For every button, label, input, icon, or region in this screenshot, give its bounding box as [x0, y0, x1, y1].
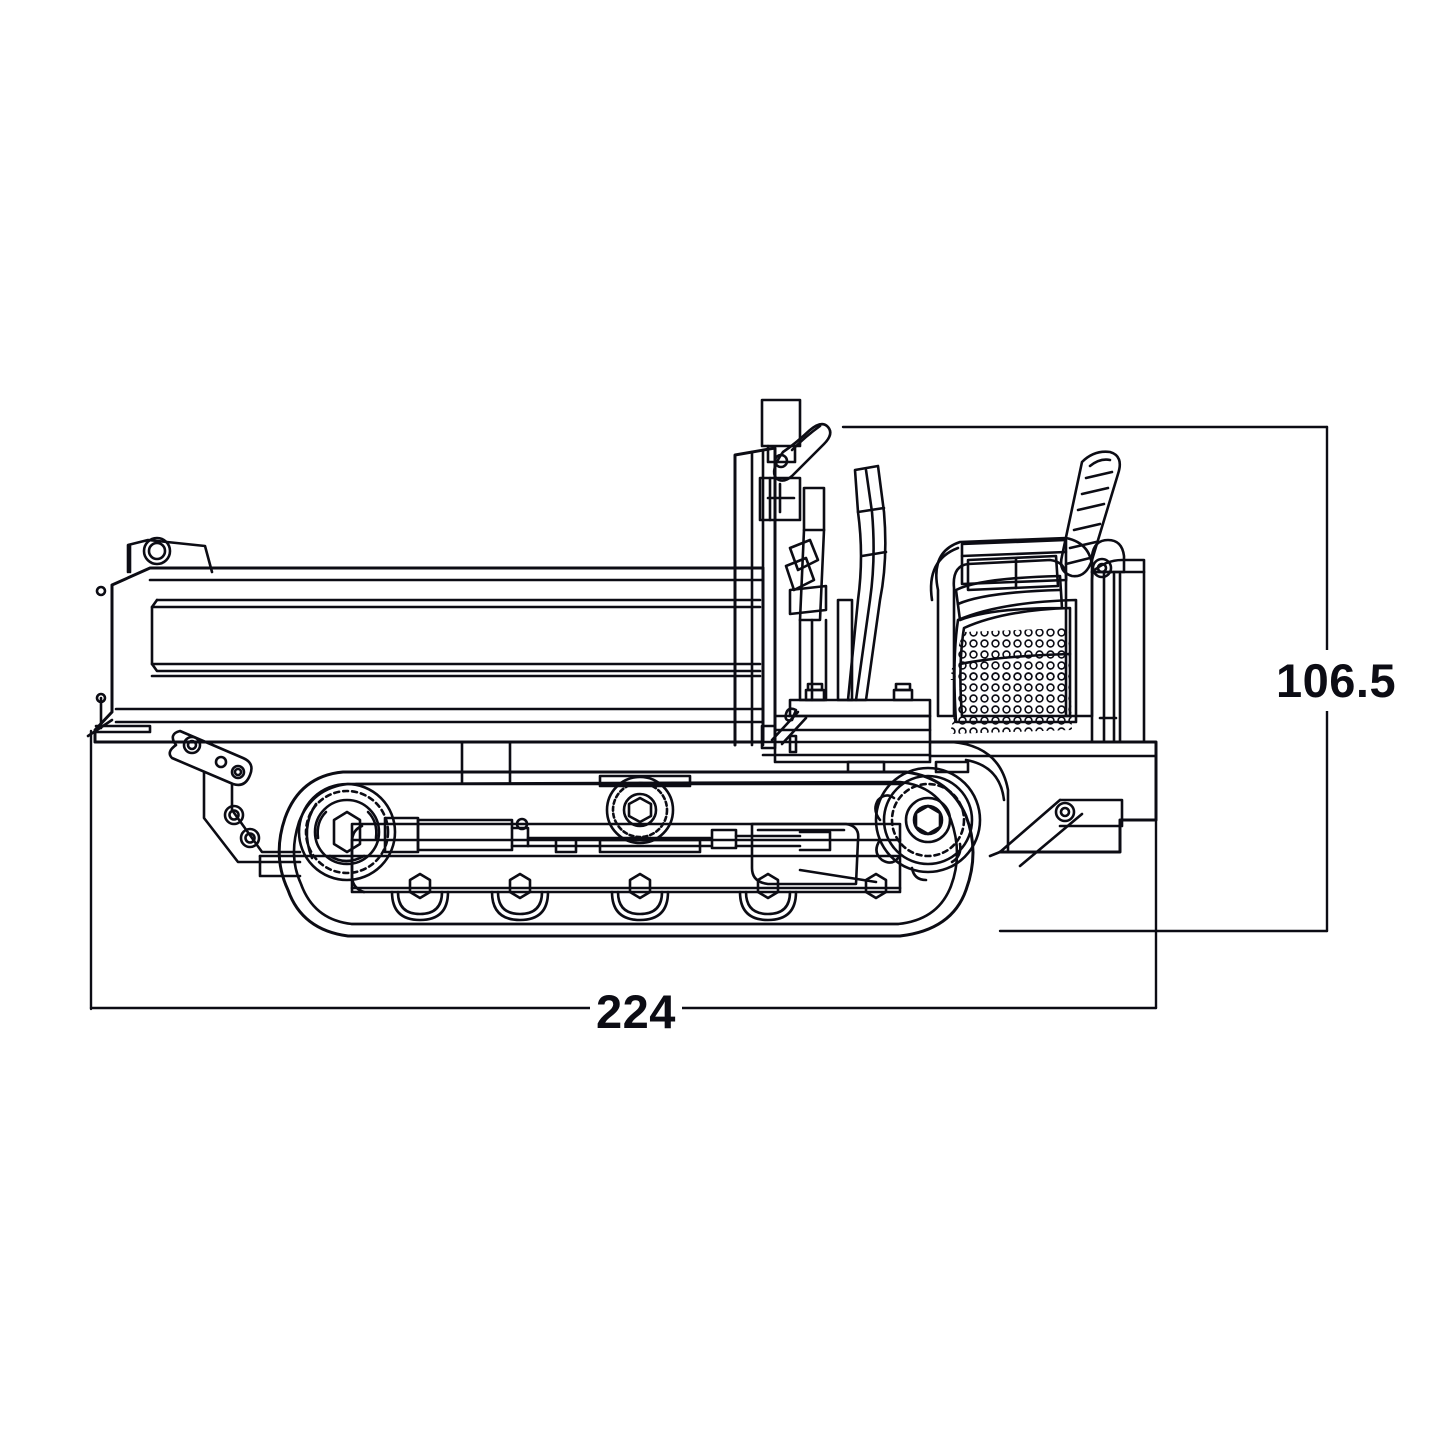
- engine-cover: [929, 536, 1146, 744]
- track-assembly: [258, 740, 1010, 938]
- lever-b: [802, 486, 826, 532]
- mast-handle: [772, 422, 832, 482]
- mast-control-box: [760, 398, 802, 448]
- control-mast: [733, 398, 832, 747]
- dimension-lines: [89, 425, 1329, 1011]
- dimension-label-height: 106.5: [1270, 650, 1403, 711]
- engine-top-cover: [960, 538, 1068, 586]
- operator-platform: [760, 682, 970, 774]
- rear-counterweight: [928, 740, 1158, 868]
- chassis-upper-deck: [761, 740, 932, 757]
- lever-a: [846, 464, 887, 702]
- bed-lift-link: [168, 729, 302, 864]
- throttle-handle: [1059, 450, 1122, 578]
- dimension-label-length: 224: [590, 984, 682, 1039]
- grille-recess: [953, 598, 1078, 724]
- frame-hex-bolts: [408, 872, 888, 900]
- engine-side-panel: [1090, 570, 1146, 744]
- track-tensioner-cylinder: [350, 816, 902, 858]
- dump-bed: [86, 536, 765, 784]
- bed-hinge-eye: [142, 536, 172, 566]
- hydraulic-tank: [750, 822, 860, 886]
- drive-sprocket: [874, 766, 982, 882]
- idler-wheel: [297, 782, 397, 882]
- bottom-rollers: [390, 890, 798, 922]
